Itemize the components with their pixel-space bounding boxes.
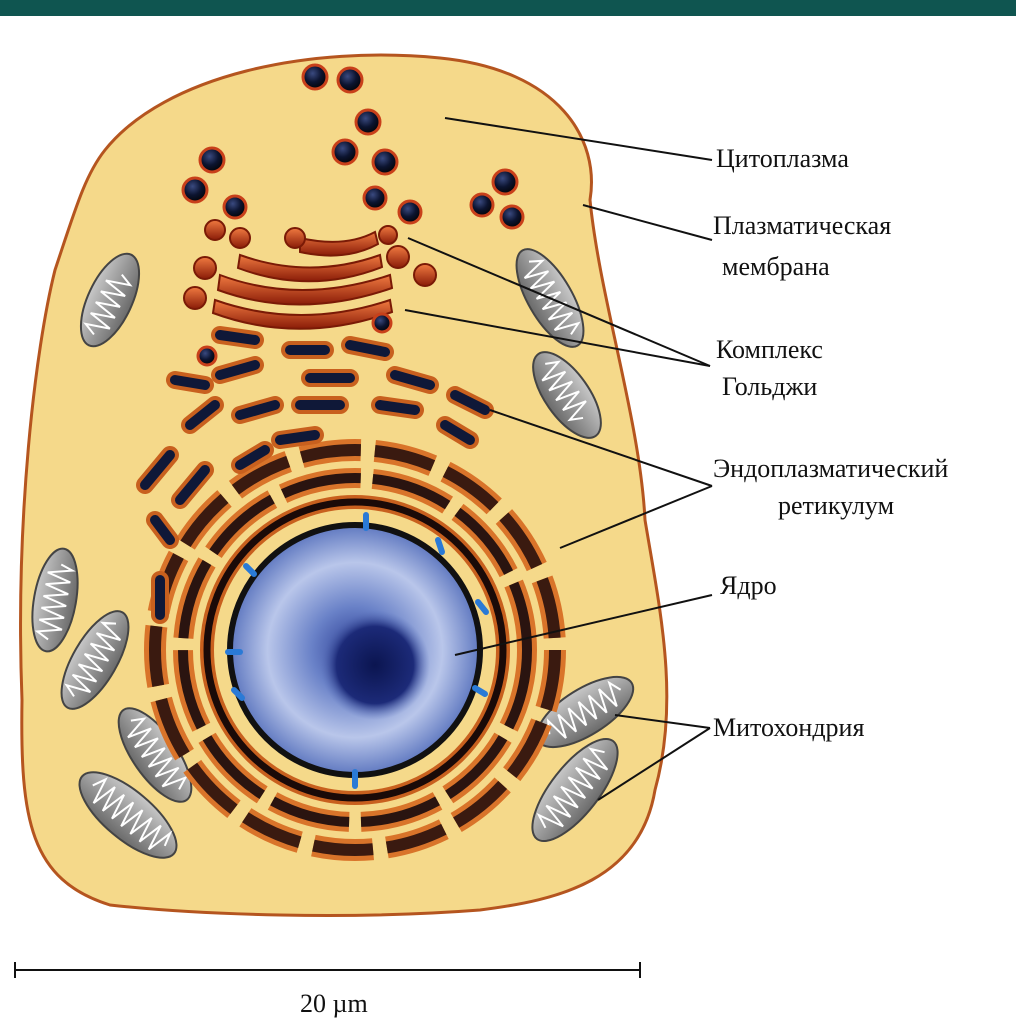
scale-bar-label: 20 µm <box>300 988 368 1020</box>
label-er-line2: ретикулум <box>778 490 894 522</box>
label-golgi-line1: Комплекс <box>716 334 823 366</box>
label-plasma-membrane-line2: мембрана <box>722 251 830 283</box>
label-er-line1: Эндоплазматический <box>713 453 948 485</box>
label-golgi-line2: Гольджи <box>722 371 817 403</box>
label-plasma-membrane-line1: Плазматическая <box>713 210 891 242</box>
scale-bar <box>15 962 640 978</box>
label-mitochondria: Митохондрия <box>713 712 864 744</box>
label-cytoplasm: Цитоплазма <box>716 143 849 175</box>
label-nucleus: Ядро <box>720 570 777 602</box>
